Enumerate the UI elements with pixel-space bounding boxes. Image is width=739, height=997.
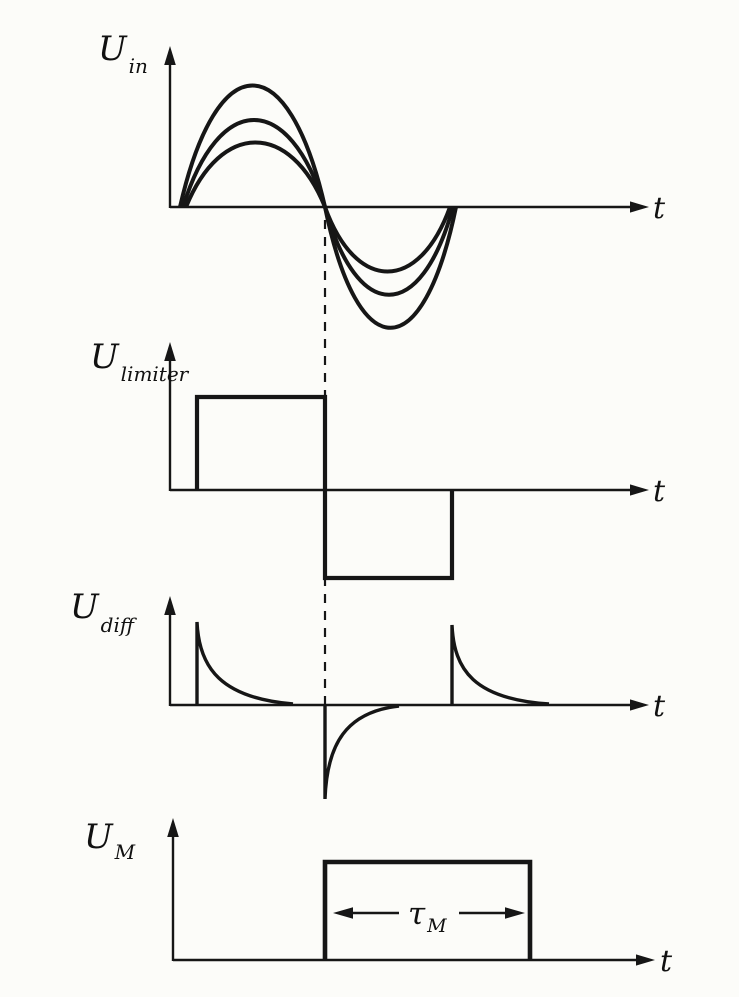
u-diff-vertical-axis-arrow-icon bbox=[164, 596, 176, 615]
u-in-sine-inner bbox=[184, 140, 452, 274]
u-limiter-square-wave bbox=[194, 394, 455, 581]
u-diff-time-axis-arrow-icon bbox=[630, 699, 649, 711]
u-diff-positive-spike-2 bbox=[450, 624, 550, 706]
u-in-time-axis-arrow-icon bbox=[630, 201, 649, 213]
u-limiter-time-label: t bbox=[653, 474, 666, 509]
u-m-vertical-axis-arrow-icon bbox=[167, 818, 179, 837]
dimension-arrow-left-icon bbox=[333, 907, 353, 919]
u-limiter-vertical-axis-arrow-icon bbox=[164, 342, 176, 361]
u-diff-positive-spike-1 bbox=[195, 621, 294, 706]
u-diff-time-label: t bbox=[653, 689, 666, 724]
u-in-vertical-axis-arrow-icon bbox=[164, 46, 176, 65]
u-m-time-label: t bbox=[660, 944, 673, 979]
u-in-time-label: t bbox=[653, 191, 666, 226]
u-m-output-pulse bbox=[322, 859, 533, 960]
dimension-arrow-right-icon bbox=[505, 907, 525, 919]
u-limiter-time-axis-arrow-icon bbox=[630, 484, 649, 496]
u-diff-negative-spike bbox=[323, 704, 400, 800]
u-m-time-axis-arrow-icon bbox=[636, 954, 655, 966]
